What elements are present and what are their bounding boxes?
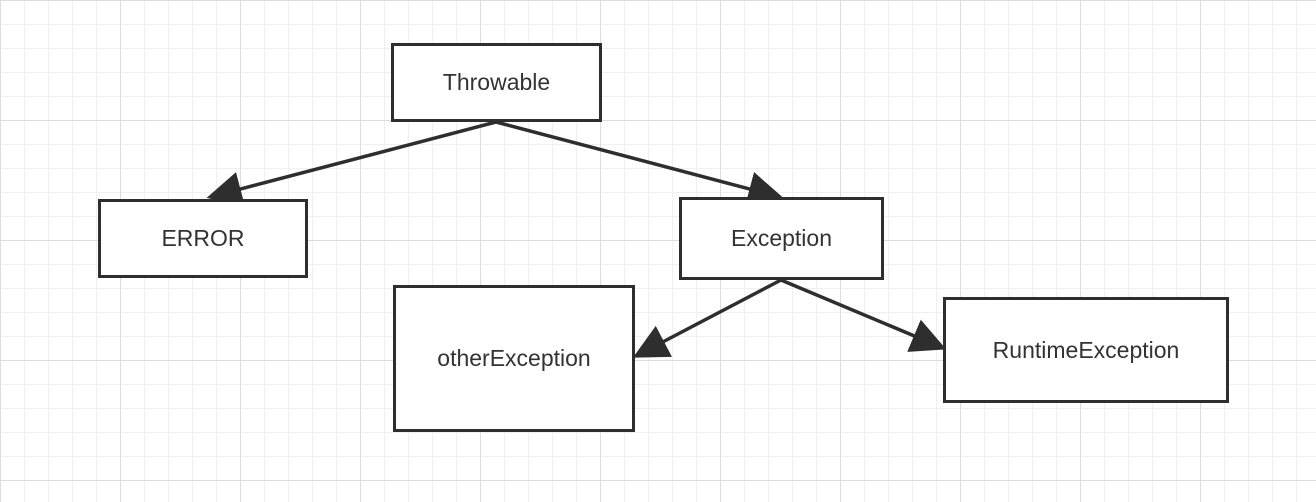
edge-throwable-to-exception xyxy=(495,120,784,206)
node-throwable[interactable]: Throwable xyxy=(391,43,602,122)
node-runtime-exception[interactable]: RuntimeException xyxy=(943,297,1229,403)
node-error[interactable]: ERROR xyxy=(98,199,308,278)
node-exception-label: Exception xyxy=(730,225,832,251)
node-throwable-label: Throwable xyxy=(442,69,551,95)
edge-exception-to-other xyxy=(632,278,782,358)
node-exception[interactable]: Exception xyxy=(679,197,884,280)
node-other-exception-label: otherException xyxy=(437,345,591,371)
edge-throwable-to-error xyxy=(206,120,497,206)
edge-exception-to-runtime xyxy=(780,278,947,352)
node-error-label: ERROR xyxy=(161,225,245,251)
node-other-exception[interactable]: otherException xyxy=(393,285,635,432)
node-runtime-exception-label: RuntimeException xyxy=(992,336,1180,363)
